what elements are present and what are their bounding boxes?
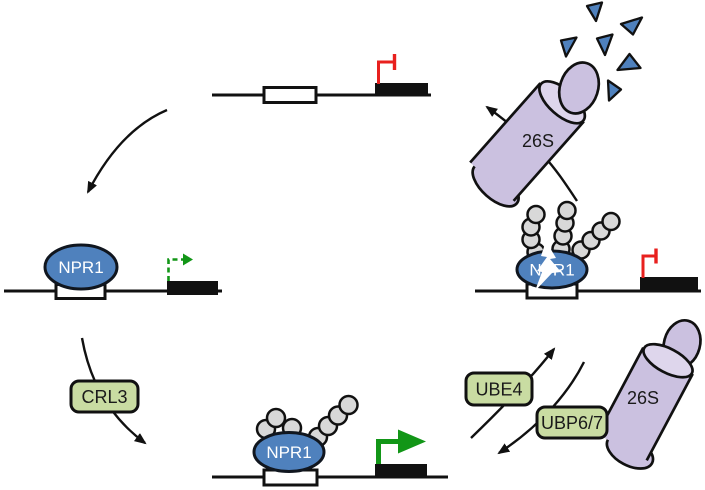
proteasome-label: 26S [522, 131, 554, 151]
fragment-triangle [616, 52, 642, 72]
fragment-triangle [606, 79, 623, 102]
dashed-arrow-head [183, 253, 193, 266]
gene-body-box [167, 281, 218, 295]
proteasome-barrel [597, 347, 693, 461]
ubiquitin [338, 394, 359, 416]
blocked-arrow-stem [641, 254, 656, 278]
dashed-arrow-stem [167, 258, 183, 281]
ubiquitin [265, 407, 287, 429]
crl3-enzyme: CRL3 [69, 379, 140, 414]
proteasome-lid [557, 61, 601, 115]
crl3-box [69, 379, 140, 414]
proteasome-opening [642, 342, 694, 379]
npr1-protein [252, 431, 326, 473]
proteasome-barrel-edge [645, 373, 694, 462]
proteasome-26s-bottom [596, 342, 694, 470]
blocked-transcription-icon [377, 54, 397, 84]
ubiquitin [557, 200, 577, 221]
gene-body-box [375, 464, 427, 478]
npr1-label: NPR1 [266, 443, 311, 462]
gene-body-box [640, 277, 698, 292]
inactive-gene-schematic [212, 54, 431, 104]
ubiquitin [601, 211, 621, 232]
ube4-box [464, 371, 534, 407]
ubiquitin [526, 204, 546, 225]
npr1-label: NPR1 [58, 258, 103, 277]
weak-transcription-icon [167, 253, 193, 281]
ube4-label: UBE4 [475, 380, 522, 400]
solid-arrow-head [398, 429, 426, 454]
extraction-bolt-icon [535, 241, 561, 291]
proteasome-barrel-edge [512, 120, 585, 202]
ubp67-box [535, 405, 609, 440]
npr1-bound-gene-schematic: NPR1 [4, 243, 222, 300]
fragment-triangle [619, 16, 644, 36]
npr1-protein [43, 243, 119, 291]
npr1-binding-arrow [86, 108, 168, 194]
crl3-label: CRL3 [81, 387, 127, 407]
solid-arrow-stem [376, 439, 399, 464]
degradation-fragments [559, 1, 644, 102]
fragment-triangle [595, 33, 614, 57]
blocked-arrow-stem [377, 60, 394, 84]
proteasome-label: 26S [627, 388, 659, 408]
active-gene-schematic: NPR1 [212, 394, 448, 487]
ube4-enzyme: UBE4 [464, 371, 534, 407]
ubp67-enzyme: UBP6/7 [535, 405, 609, 440]
strong-transcription-icon [376, 429, 426, 464]
proteasome-barrel-edge [469, 82, 542, 164]
blocked-transcription-icon [641, 248, 658, 278]
promoter-box [262, 86, 318, 104]
ubp67-label: UBP6/7 [541, 413, 603, 433]
polyubiquitin-chains [521, 200, 621, 262]
gene-body-box [375, 83, 428, 97]
fragment-triangle [559, 36, 578, 58]
polyubiquitinated-npr1-gene-schematic: NPR1 [475, 200, 701, 300]
fragment-triangle [585, 1, 604, 23]
